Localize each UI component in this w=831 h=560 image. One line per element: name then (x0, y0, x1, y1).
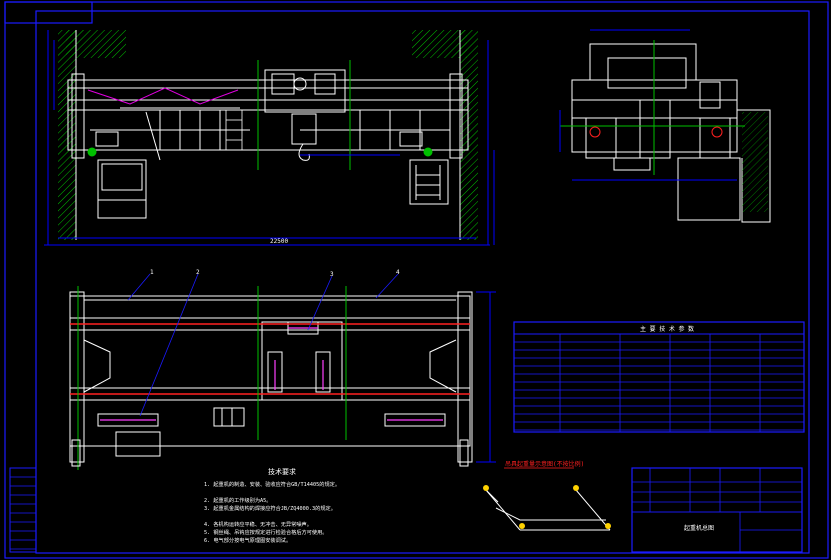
parameter-table: 主 要 技 术 参 数 (513, 321, 805, 433)
title-block-name: 起重机总图 (684, 524, 714, 532)
lifting-detail: 吊具起重量示意图(不按比例) (483, 460, 611, 531)
leader-label-1: 1 (150, 269, 154, 276)
plan-view: 1 2 3 4 (69, 269, 496, 470)
notes-title: 技术要求 (268, 467, 296, 476)
right-wall-hatch (460, 30, 478, 240)
title-block: 起重机总图 (9, 467, 803, 553)
technical-notes: 技术要求 1. 起重机的制造、安装、验收应符合GB/T14405的规定。 2. 起… (204, 467, 340, 544)
note-line: 3. 起重机金属结构的焊接应符合JB/ZQ4000.3的规定。 (204, 504, 336, 512)
note-line: 2. 起重机的工作级别为A5。 (204, 496, 272, 504)
right-wall-top-hatch (412, 30, 467, 58)
leader-label-3: 3 (330, 271, 334, 278)
table-title: 主 要 技 术 参 数 (640, 325, 694, 333)
cable-festoon (87, 87, 239, 105)
side-elevation-view (559, 29, 771, 223)
front-elevation-view: 22500 (44, 30, 495, 246)
note-line: 5. 钢丝绳、吊钩应按规定进行检验合格后方可使用。 (204, 528, 328, 536)
detail-title: 吊具起重量示意图(不按比例) (505, 460, 584, 468)
left-wall-hatch (58, 30, 76, 240)
left-wall-top-hatch (66, 30, 126, 58)
leader-label-4: 4 (396, 269, 400, 276)
note-line: 1. 起重机的制造、安装、验收应符合GB/T14405的规定。 (204, 480, 340, 488)
side-cab-hatch (742, 112, 768, 212)
note-line: 6. 电气部分按电气原理图安装调试。 (204, 536, 291, 544)
span-dimension-label: 22500 (270, 238, 288, 245)
leader-label-2: 2 (196, 269, 200, 276)
note-line: 4. 各机构运转应平稳、无冲击、无异常噪声。 (204, 520, 312, 528)
sheet-frame (4, 1, 829, 559)
